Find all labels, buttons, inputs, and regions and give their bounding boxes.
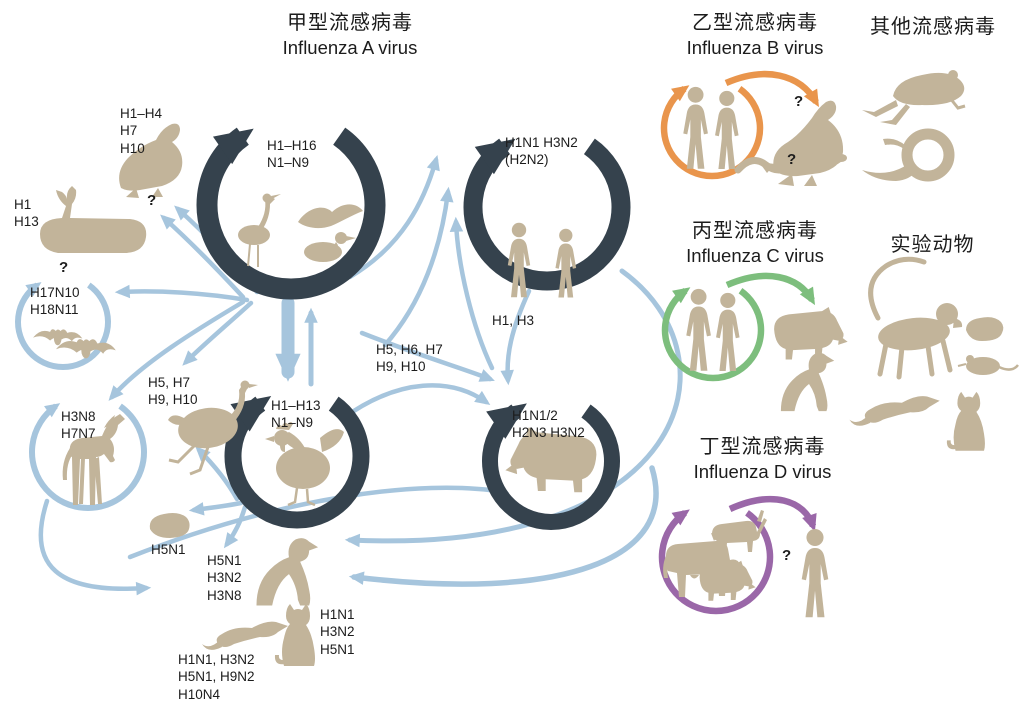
label-horse-subtypes: H3N8 H7N7 (61, 409, 96, 442)
title-influenza-c-zh: 丙型流感病毒 (692, 220, 818, 242)
lab-guinea-pig-icon (966, 317, 1004, 341)
animal-silhouettes (33, 70, 1019, 666)
seal-b-icon (759, 100, 844, 186)
bats-icon (33, 329, 116, 359)
influenza-b-ring (660, 85, 764, 180)
title-lab-animals: 实验动物 (870, 228, 995, 257)
wild-bird-ring (196, 127, 386, 300)
monkey-icon (868, 256, 963, 380)
coiled-eel-icon (862, 128, 955, 182)
human-d-icon (801, 528, 829, 618)
label-dog-subtypes: H5N1 H3N2 H3N8 (207, 553, 242, 603)
title-influenza-c-en: Influenza C virus (686, 245, 824, 266)
arrow-c-human-to-pig (725, 272, 816, 306)
arrow-human-to-swine (500, 288, 532, 386)
guinea-pig-icon (149, 513, 190, 538)
title-influenza-d-zh: 丁型流感病毒 (699, 436, 826, 458)
question-bats: ? (59, 259, 69, 276)
label-cat-subtypes: H1N1 H3N2 H5N1 (320, 607, 355, 657)
human-b-male-icon (683, 86, 708, 169)
dog-a-icon (256, 538, 319, 606)
human-c-male-icon (686, 288, 711, 371)
title-other-viruses: 其他流感病毒 (858, 10, 1008, 39)
eel-b-icon (734, 153, 847, 174)
swine-ring (482, 403, 620, 530)
label-wild-birds-subtypes: H1–H16 N1–N9 (267, 138, 317, 171)
title-influenza-a: 甲型流感病毒 Influenza A virus (240, 6, 460, 59)
arrow-d-cattle-to-human (728, 495, 817, 532)
cat-a-icon (274, 604, 315, 666)
question-seal-b: ? (794, 93, 804, 110)
human-b-female-icon (715, 90, 739, 169)
pig-c-icon (774, 307, 848, 360)
arrow-poultry-to-guinea-pig (188, 500, 244, 516)
label-avian-to-human-subtypes: H5, H6, H7 H9, H10 (376, 342, 443, 375)
title-influenza-a-zh: 甲型流感病毒 (287, 12, 413, 34)
ostrich-icon (168, 380, 258, 476)
lab-cat-icon (946, 391, 985, 451)
horse-icon (62, 414, 125, 505)
title-influenza-d-en: Influenza D virus (693, 461, 832, 482)
title-influenza-a-en: Influenza A virus (282, 37, 418, 58)
goat-icon (712, 510, 767, 553)
bat-ring (15, 282, 111, 370)
lab-ferret-icon (849, 396, 940, 426)
arrow-horse-to-dog (38, 498, 152, 596)
whale-icon (40, 186, 147, 253)
question-whale: ? (147, 192, 157, 209)
dog-c-icon (780, 352, 835, 412)
title-other-viruses-zh: 其他流感病毒 (870, 16, 996, 38)
title-influenza-b: 乙型流感病毒 Influenza B virus (660, 6, 850, 59)
human-a-ring (463, 138, 631, 291)
label-bats-subtypes: H17N10 H18N11 (30, 285, 80, 318)
title-lab-animals-zh: 实验动物 (890, 234, 975, 256)
arrow-birds-to-human-1 (347, 154, 440, 280)
label-seal-subtypes: H1–H4 H7 H10 (120, 106, 163, 156)
label-poultry-subtypes: H1–H13 N1–N9 (271, 398, 321, 431)
seal-a-icon (119, 123, 183, 198)
arrow-poultry-to-ostrich (195, 446, 240, 502)
frog-icon (862, 70, 966, 125)
title-influenza-d: 丁型流感病毒 Influenza D virus (665, 430, 860, 483)
label-human-swine-subtypes: H1, H3 (492, 313, 535, 328)
arrow-birds-to-bats (114, 284, 250, 303)
label-whale-subtypes: H1 H13 (14, 197, 39, 230)
title-influenza-b-en: Influenza B virus (686, 37, 824, 58)
arrow-poultry-to-swine (339, 383, 491, 422)
arrow-birds-to-whale (160, 214, 246, 300)
arrow-birds-to-swine (359, 330, 495, 382)
poultry-ring (224, 395, 370, 529)
arrow-human-to-dog (344, 268, 683, 548)
label-swine-subtypes: H1N1/2 H2N3 H3N2 (512, 408, 585, 441)
label-ferret-subtypes: H1N1, H3N2 H5N1, H9N2 H10N4 (178, 652, 255, 702)
influenza-c-ring (661, 287, 765, 382)
arrow-birds-to-horse (108, 299, 246, 401)
question-eel-b: ? (787, 151, 797, 168)
title-influenza-b-zh: 乙型流感病毒 (692, 12, 818, 34)
influenza-d-ring (658, 509, 774, 615)
label-human-subtypes: H1N1 H3N2 (H2N2) (505, 135, 578, 168)
human-c-female-icon (716, 292, 740, 371)
title-influenza-c: 丙型流感病毒 Influenza C virus (660, 214, 850, 267)
arrow-poultry-to-dog (223, 504, 248, 549)
chicken-icon (265, 422, 344, 507)
mouse-icon (957, 355, 1019, 375)
arrow-swine-to-cat (348, 465, 659, 587)
arrow-birds-to-ostrich (182, 300, 254, 366)
label-guinea-pig-subtypes: H5N1 (151, 542, 186, 557)
arrow-poultry-to-human (382, 186, 454, 348)
arrow-b-human-to-seal (724, 70, 819, 108)
horse-ring (29, 403, 147, 511)
arrow-swine-to-human (449, 216, 495, 371)
label-ostrich-subtypes: H5, H7 H9, H10 (148, 375, 198, 408)
wild-birds-icon (238, 193, 363, 267)
circulation-rings (15, 70, 819, 615)
ferret-a-icon (202, 621, 288, 650)
question-human-d: ? (782, 547, 792, 564)
